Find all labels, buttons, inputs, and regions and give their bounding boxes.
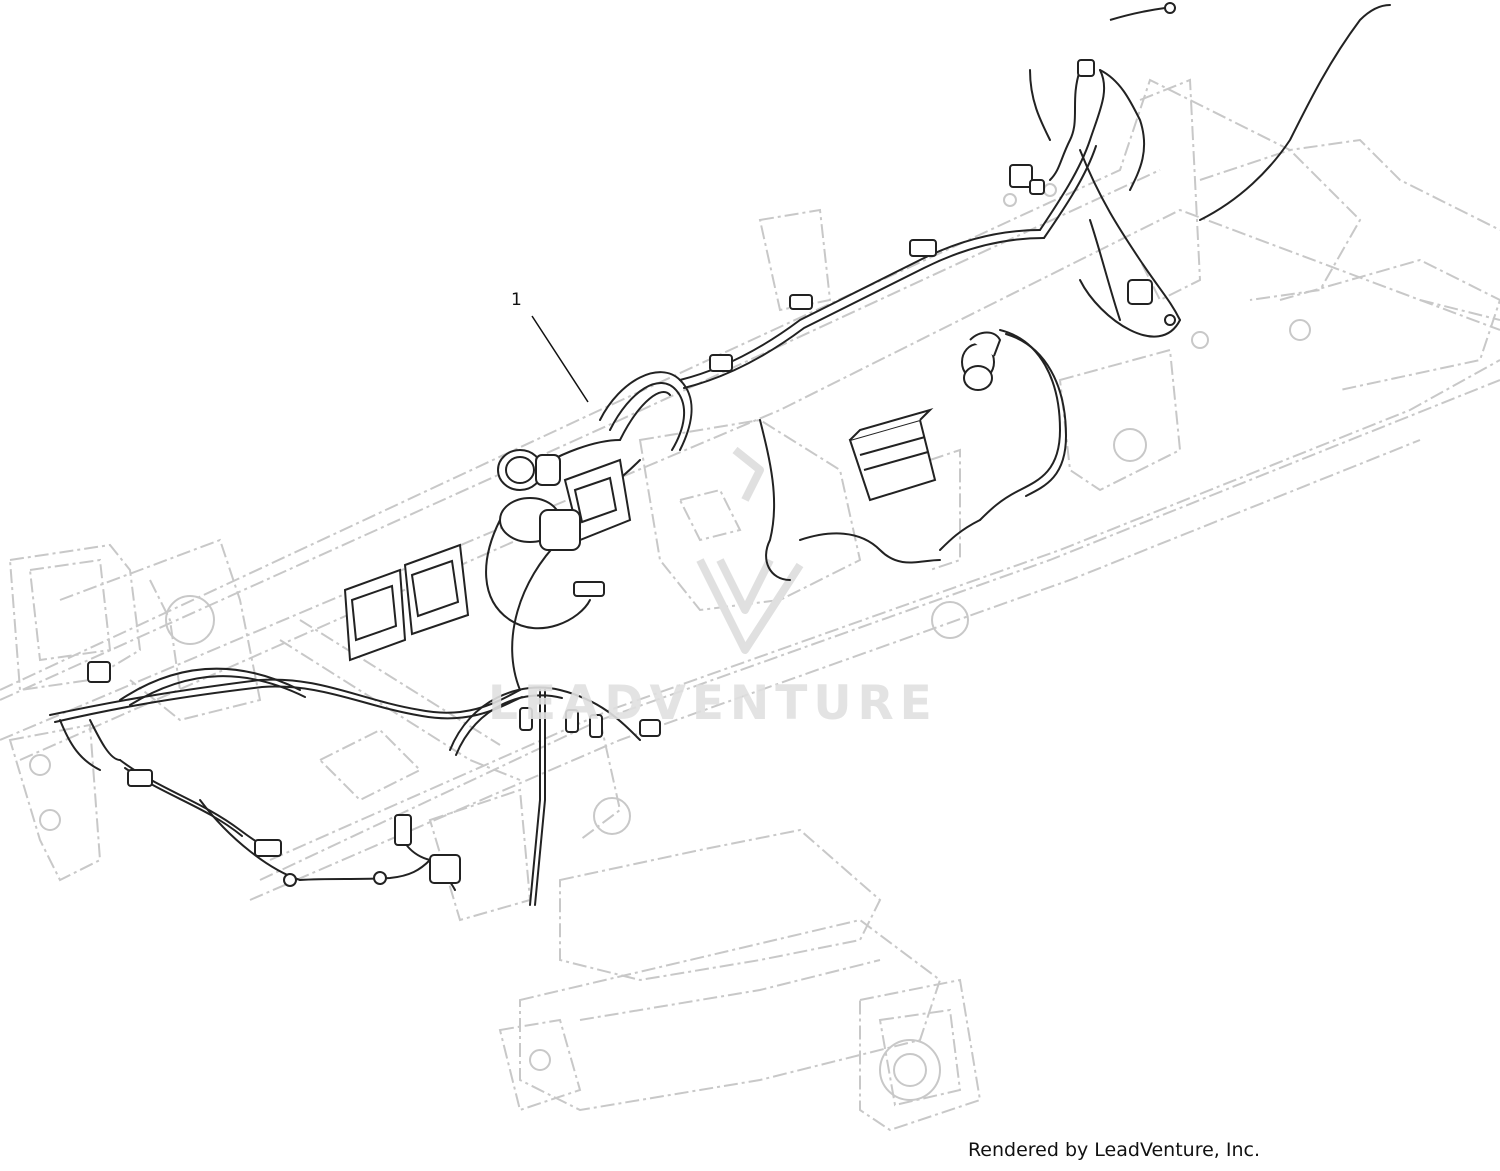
inline-connector — [565, 709, 579, 733]
ring-terminal — [1164, 2, 1176, 14]
valve-body-mid — [403, 543, 470, 636]
inline-connector — [1009, 164, 1033, 188]
inline-connector — [87, 661, 111, 683]
inline-connector — [573, 581, 605, 597]
frame-holes — [29, 183, 1311, 1101]
harness-components — [87, 2, 1176, 887]
valve-body-upper — [563, 458, 632, 542]
inline-connector — [639, 719, 661, 737]
inline-connector — [429, 854, 461, 884]
ring-terminal — [283, 873, 297, 887]
control-module — [848, 407, 937, 502]
inline-connector — [789, 294, 813, 310]
inline-connector — [127, 769, 153, 787]
inline-connector — [519, 707, 533, 731]
watermark-text: LEADVENTURE — [488, 676, 938, 731]
inline-connector — [589, 714, 603, 738]
inline-connector — [254, 839, 282, 857]
pump-motor — [499, 497, 581, 551]
wire-harness — [49, 4, 1391, 906]
callout-leader-1 — [531, 315, 589, 403]
inline-connector — [909, 239, 937, 257]
round-connector-left — [497, 449, 561, 491]
ring-terminal — [1164, 314, 1176, 326]
callout-label-1: 1 — [511, 290, 522, 310]
inline-connector — [1077, 59, 1095, 77]
leadventure-logo — [696, 446, 804, 654]
inline-connector — [1127, 279, 1153, 305]
round-connector-right — [961, 331, 1002, 391]
ring-terminal — [373, 871, 387, 885]
render-credit: Rendered by LeadVenture, Inc. — [967, 1139, 1260, 1161]
valve-body-left — [343, 568, 407, 662]
inline-connector — [394, 814, 412, 846]
ground-lead — [1109, 7, 1166, 21]
inline-connector — [709, 354, 733, 372]
inline-connector — [1029, 179, 1045, 195]
